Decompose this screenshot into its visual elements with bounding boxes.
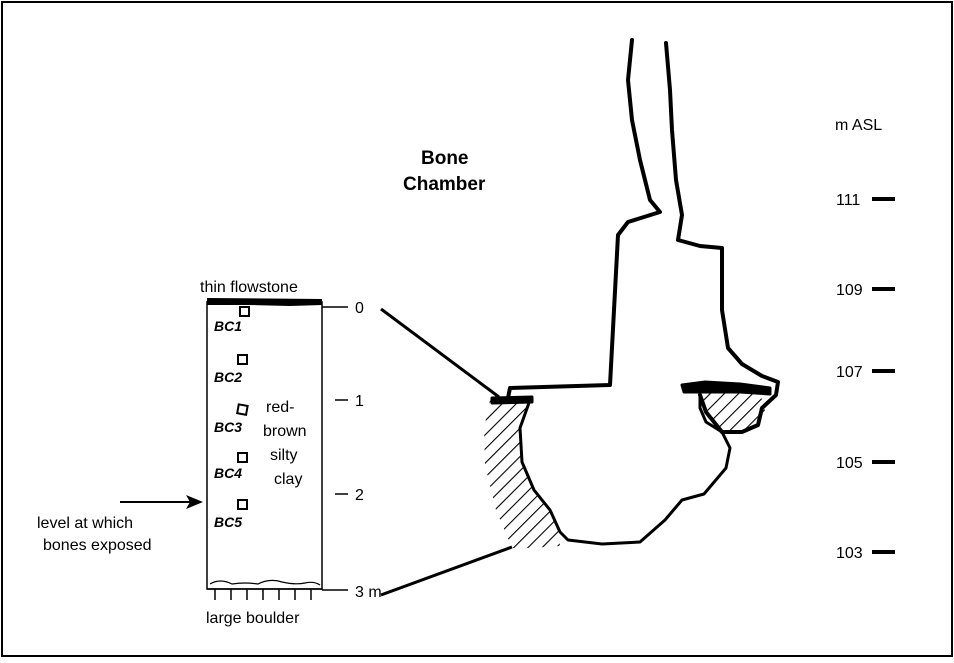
lithology-label: silty [270, 447, 298, 464]
flowstone-label: thin flowstone [200, 279, 298, 296]
boulder-label: large boulder [206, 610, 300, 627]
sample-label: BC2 [214, 369, 242, 385]
title-line2: Chamber [403, 174, 486, 195]
depth-ticks [322, 307, 348, 590]
depth-tick-label: 1 [355, 393, 364, 410]
arrow-note-line2: bones exposed [43, 537, 152, 554]
title-line1: Bone [421, 148, 469, 169]
lithology-label: brown [263, 423, 307, 440]
elevation-tick-label: 107 [836, 364, 863, 381]
sample-label: BC5 [214, 514, 242, 530]
cave-wall [666, 43, 778, 432]
lithology-label: clay [274, 471, 302, 488]
correlation-line-bottom [381, 547, 512, 595]
sample-label: BC1 [214, 318, 242, 334]
elevation-tick-label: 109 [836, 282, 863, 299]
flowstone-crust [682, 382, 770, 394]
column-box [207, 302, 322, 589]
lithology-label: red- [266, 399, 294, 416]
cave-wall [508, 40, 660, 398]
column-bottom-scale [207, 589, 322, 600]
elevation-tick-label: 103 [836, 545, 863, 562]
elevation-tick-label: 111 [836, 192, 860, 209]
depth-tick-label: 3 m [355, 584, 382, 601]
arrow-note-line1: level at which [37, 515, 133, 532]
sample-label: BC4 [214, 465, 242, 481]
flowstone-crust [492, 397, 532, 403]
arrow-icon [120, 495, 203, 509]
elevation-unit-label: m ASL [835, 117, 882, 134]
elevation-tick-label: 105 [836, 455, 863, 472]
depth-tick-label: 0 [355, 300, 364, 317]
elevation-ticks [872, 199, 895, 552]
correlation-line-top [381, 309, 499, 397]
sample-label: BC3 [214, 419, 242, 435]
depth-tick-label: 2 [355, 487, 364, 504]
flowstone-layer [207, 298, 322, 306]
